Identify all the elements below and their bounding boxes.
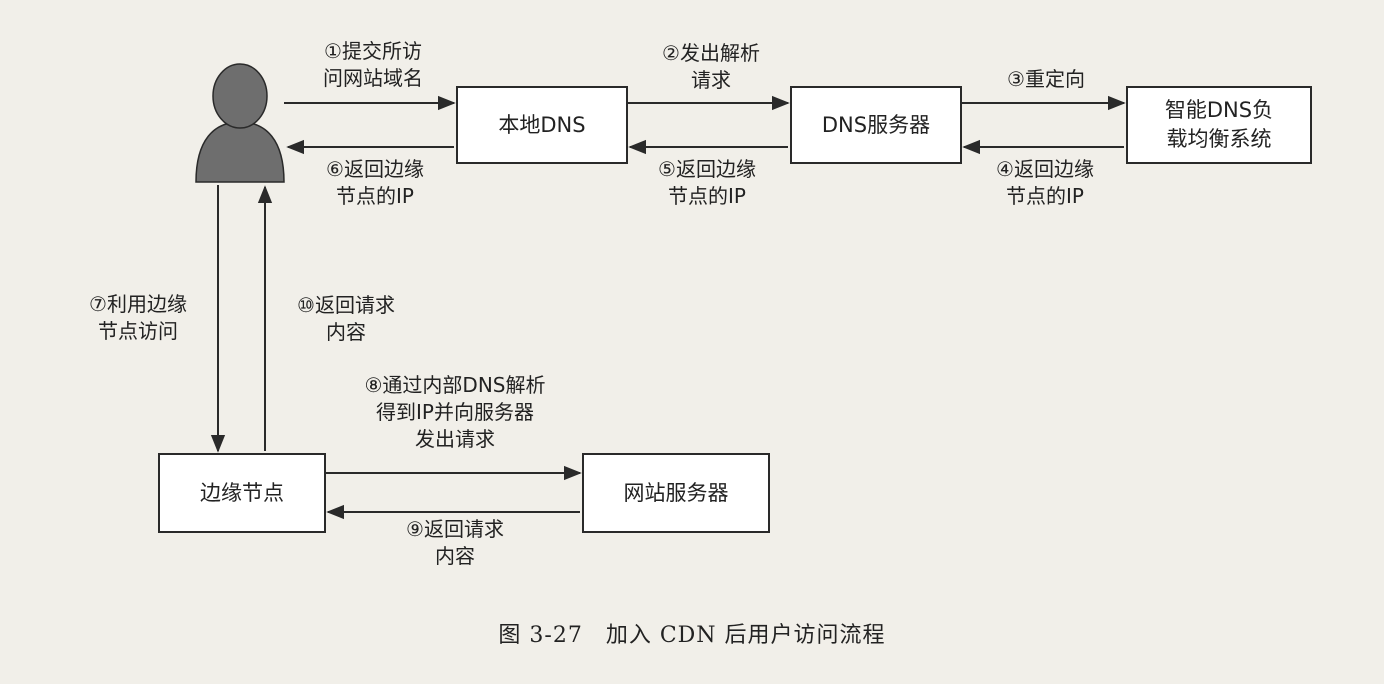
local-dns-label: 本地DNS xyxy=(498,112,586,137)
step-4-label: ④返回边缘 节点的IP xyxy=(996,157,1094,208)
dns-server-label: DNS服务器 xyxy=(821,112,931,137)
step-2-label: ②发出解析 请求 xyxy=(662,41,760,92)
step-3-label: ③重定向 xyxy=(1007,67,1085,91)
web-server-box: 网站服务器 xyxy=(582,453,770,533)
step-10-label: ⑩返回请求 内容 xyxy=(297,293,395,344)
web-server-label: 网站服务器 xyxy=(623,480,729,505)
user-icon xyxy=(195,63,285,183)
edge-node-box: 边缘节点 xyxy=(158,453,326,533)
step-1-label: ①提交所访 问网站域名 xyxy=(323,39,423,90)
step-9-label: ⑨返回请求 内容 xyxy=(406,517,504,568)
smart-dns-label: 智能DNS负 载均衡系统 xyxy=(1164,98,1274,151)
local-dns-box: 本地DNS xyxy=(456,86,628,164)
figure-caption: 图 3-27 加入 CDN 后用户访问流程 xyxy=(498,623,886,648)
step-8-label: ⑧通过内部DNS解析 得到IP并向服务器 发出请求 xyxy=(364,373,546,451)
step-7-label: ⑦利用边缘 节点访问 xyxy=(89,292,187,343)
step-6-label: ⑥返回边缘 节点的IP xyxy=(326,157,424,208)
dns-server-box: DNS服务器 xyxy=(790,86,962,164)
smart-dns-box: 智能DNS负 载均衡系统 xyxy=(1126,86,1312,164)
edge-node-label: 边缘节点 xyxy=(200,480,284,505)
step-5-label: ⑤返回边缘 节点的IP xyxy=(658,157,756,208)
